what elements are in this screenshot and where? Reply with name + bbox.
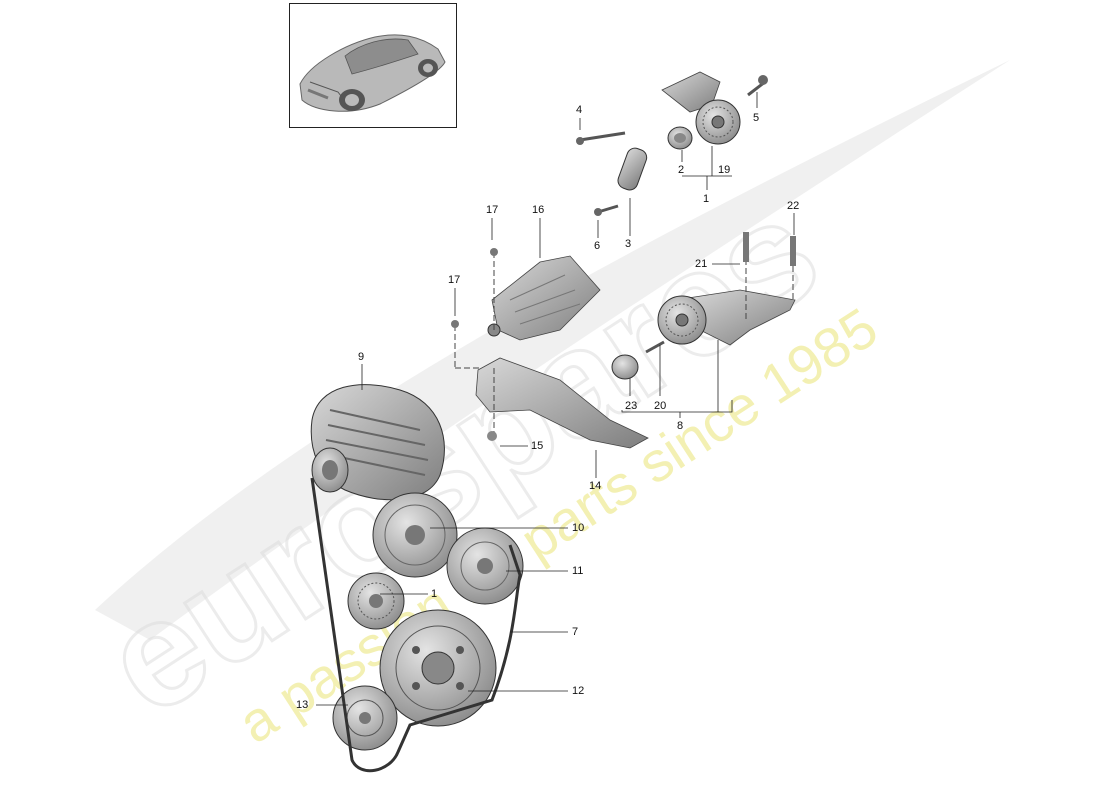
callout-13: 13 xyxy=(296,699,309,711)
callout-23: 23 xyxy=(625,400,638,412)
callout-20: 20 xyxy=(654,400,667,412)
crank-pulley-12 xyxy=(379,609,497,727)
callout-1-top: 1 xyxy=(703,193,710,205)
mounting-bracket xyxy=(475,357,649,449)
callout-12: 12 xyxy=(572,685,585,697)
callout-14: 14 xyxy=(589,480,602,492)
leader-lines xyxy=(316,92,795,706)
pulley-11 xyxy=(446,527,524,605)
callout-17-upper: 17 xyxy=(486,204,499,216)
cover-plate xyxy=(451,248,601,369)
callout-17-lower: 17 xyxy=(448,274,461,286)
callout-6: 6 xyxy=(594,240,601,252)
belt-tensioner-top xyxy=(576,71,768,216)
alternator xyxy=(310,384,445,501)
callout-10: 10 xyxy=(572,522,585,534)
drive-belt xyxy=(310,477,522,773)
callout-5: 5 xyxy=(753,112,760,124)
callout-3: 3 xyxy=(625,238,632,250)
callout-11: 11 xyxy=(572,565,584,577)
callout-19: 19 xyxy=(718,164,731,176)
callout-16: 16 xyxy=(532,204,545,216)
pulley-10 xyxy=(372,492,458,578)
pulley-1 xyxy=(347,572,405,630)
callout-21: 21 xyxy=(695,258,708,270)
belt-tensioner-right xyxy=(611,232,796,380)
callout-2: 2 xyxy=(678,164,685,176)
callout-7: 7 xyxy=(572,626,579,638)
vehicle-thumbnail xyxy=(289,3,457,128)
callout-9: 9 xyxy=(358,351,365,363)
watermark-swoosh xyxy=(95,60,1010,640)
callout-8: 8 xyxy=(677,420,684,432)
callout-4: 4 xyxy=(576,104,583,116)
callout-15: 15 xyxy=(531,440,544,452)
callout-1-pulley: 1 xyxy=(431,588,438,600)
callout-22: 22 xyxy=(787,200,800,212)
car-icon xyxy=(299,34,446,112)
